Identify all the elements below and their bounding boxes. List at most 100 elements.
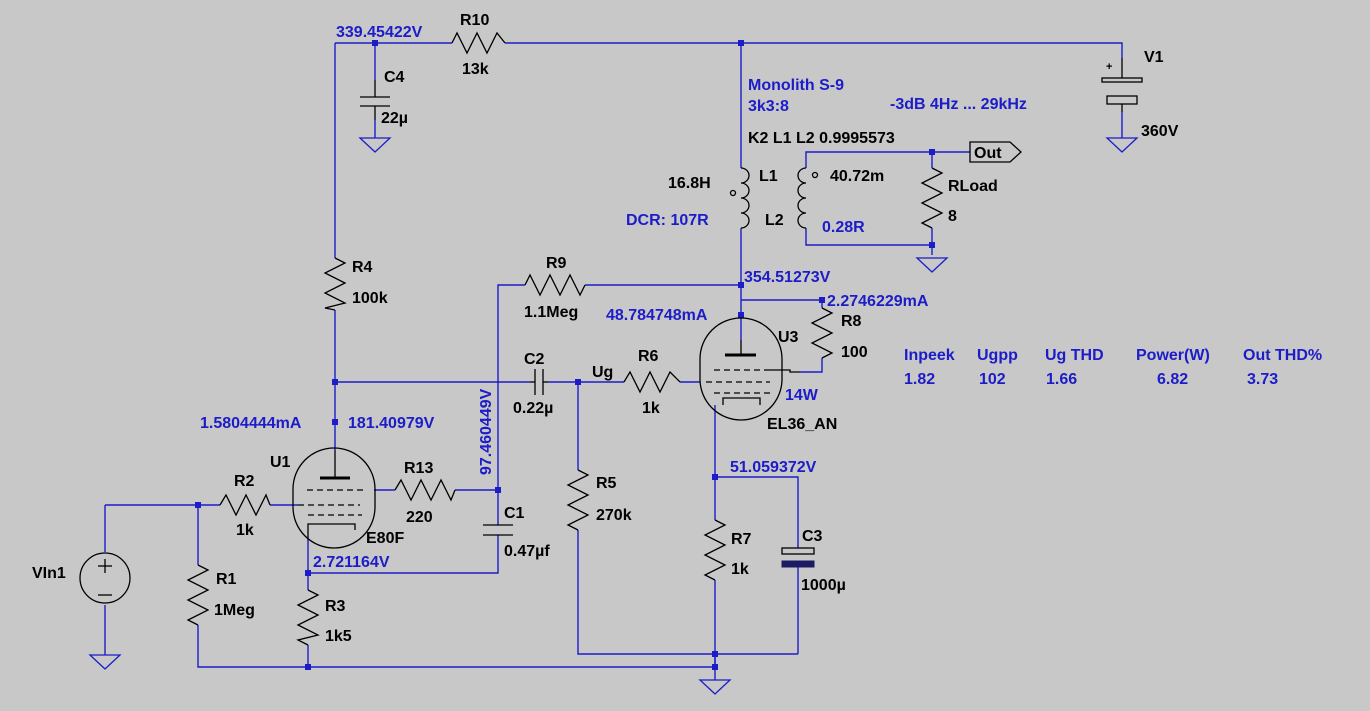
r6-value: 1k — [642, 400, 660, 417]
r5-resistor[interactable] — [566, 469, 590, 531]
out-label: Out — [974, 145, 1002, 162]
r3-value: 1k5 — [325, 628, 352, 645]
results-table: Inpeek Ugpp Ug THD Power(W) Out THD% 1.8… — [904, 347, 1322, 388]
r1-value: 1Meg — [214, 602, 255, 619]
annotation-v-u3-cathode: 51.059372V — [730, 459, 817, 476]
r8-resistor[interactable] — [810, 307, 834, 359]
rload-resistor[interactable] — [920, 167, 944, 229]
rload-value: 8 — [948, 208, 957, 225]
v1-battery[interactable]: + — [1101, 58, 1143, 112]
ground-symbol-rload — [915, 257, 949, 273]
l1-value: 16.8H — [668, 175, 711, 192]
l1-dcr: DCR: 107R — [626, 212, 709, 229]
r3-name: R3 — [325, 598, 346, 615]
vin1-voltage-source[interactable] — [79, 552, 131, 604]
r2-name: R2 — [234, 473, 255, 490]
r7-value: 1k — [731, 561, 749, 578]
results-header-inpeek: Inpeek — [904, 347, 955, 364]
u1-model: E80F — [366, 530, 404, 547]
l2-dcr: 0.28R — [822, 219, 865, 236]
r13-resistor[interactable] — [394, 478, 456, 502]
c3-value: 1000µ — [801, 577, 846, 594]
l2-inductor[interactable] — [797, 167, 819, 229]
r7-name: R7 — [731, 531, 752, 548]
transformer-model: Monolith S-9 — [748, 77, 844, 94]
r1-resistor[interactable] — [186, 564, 210, 626]
annotation-i-u1: 1.5804444mA — [200, 415, 302, 432]
annotation-v-r9: 97.460449V — [478, 388, 495, 475]
r10-resistor[interactable] — [451, 31, 506, 55]
c1-value: 0.47µf — [504, 543, 550, 560]
transformer-coupling: K2 L1 L2 0.9995573 — [748, 130, 895, 147]
l1-inductor[interactable] — [729, 167, 750, 229]
u3-power: 14W — [785, 387, 819, 404]
u1-triode-tube[interactable] — [292, 447, 376, 549]
r4-name: R4 — [352, 259, 373, 276]
ground-symbol-v1 — [1105, 137, 1139, 153]
r9-name: R9 — [546, 255, 567, 272]
annotation-v-r10: 339.45422V — [336, 24, 423, 41]
ug-label: Ug — [592, 364, 613, 381]
r1-name: R1 — [216, 571, 237, 588]
v1-name: V1 — [1144, 49, 1164, 66]
l2-name: L2 — [765, 212, 784, 229]
c2-name: C2 — [524, 351, 545, 368]
ground-symbol-c4 — [358, 137, 392, 153]
c1-name: C1 — [504, 505, 525, 522]
annotation-v-u3-plate: 354.51273V — [744, 269, 831, 286]
u3-pentode-tube[interactable] — [699, 317, 800, 421]
c2-capacitor[interactable] — [530, 369, 548, 395]
rload-name: RLoad — [948, 178, 998, 195]
results-header-ugpp: Ugpp — [977, 347, 1018, 364]
r2-resistor[interactable] — [219, 493, 271, 517]
r10-value: 13k — [462, 61, 489, 78]
r3-resistor[interactable] — [296, 589, 320, 646]
r5-name: R5 — [596, 475, 617, 492]
annotation-v-u1-cathode: 2.721164V — [313, 554, 390, 571]
vin1-name: VIn1 — [32, 565, 66, 582]
l1-name: L1 — [759, 168, 778, 185]
junction-nodes — [195, 40, 935, 670]
r9-value: 1.1Meg — [524, 304, 578, 321]
v1-value: 360V — [1141, 123, 1179, 140]
wires — [104, 42, 1123, 680]
u3-name: U3 — [778, 329, 799, 346]
r2-value: 1k — [236, 522, 254, 539]
r13-value: 220 — [406, 509, 433, 526]
c2-value: 0.22µ — [513, 400, 553, 417]
u1-name: U1 — [270, 454, 291, 471]
results-value-ug-thd: 1.66 — [1046, 371, 1077, 388]
c3-name: C3 — [802, 528, 823, 545]
r6-name: R6 — [638, 348, 659, 365]
results-header-out-thd: Out THD% — [1243, 347, 1322, 364]
r7-resistor[interactable] — [703, 519, 727, 581]
results-value-ugpp: 102 — [979, 371, 1006, 388]
r6-resistor[interactable] — [623, 370, 681, 394]
v1-plus-sign: + — [1106, 61, 1112, 73]
r10-name: R10 — [460, 12, 489, 29]
ground-symbol-vin1 — [88, 654, 122, 670]
out-port[interactable]: Out — [969, 141, 1022, 163]
l2-value: 40.72m — [830, 168, 884, 185]
r13-name: R13 — [404, 460, 433, 477]
c4-name: C4 — [384, 69, 405, 86]
transformer-ratio: 3k3:8 — [748, 98, 789, 115]
r8-name: R8 — [841, 313, 862, 330]
c3-capacitor[interactable] — [781, 547, 815, 568]
r4-value: 100k — [352, 290, 388, 307]
c1-capacitor[interactable] — [483, 524, 513, 536]
r9-resistor[interactable] — [524, 273, 586, 297]
ground-symbol-main — [698, 679, 732, 695]
results-header-ug-thd: Ug THD — [1045, 347, 1104, 364]
u3-model: EL36_AN — [767, 416, 837, 433]
results-value-inpeek: 1.82 — [904, 371, 935, 388]
r4-resistor[interactable] — [323, 257, 347, 311]
bandwidth-annotation: -3dB 4Hz ... 29kHz — [890, 96, 1027, 113]
annotation-i-u3-plate: 48.784748mA — [606, 307, 708, 324]
c4-capacitor[interactable] — [360, 80, 390, 120]
c4-value: 22µ — [381, 110, 408, 127]
annotation-i-r8: 2.2746229mA — [827, 293, 929, 310]
r8-value: 100 — [841, 344, 868, 361]
r5-value: 270k — [596, 507, 632, 524]
